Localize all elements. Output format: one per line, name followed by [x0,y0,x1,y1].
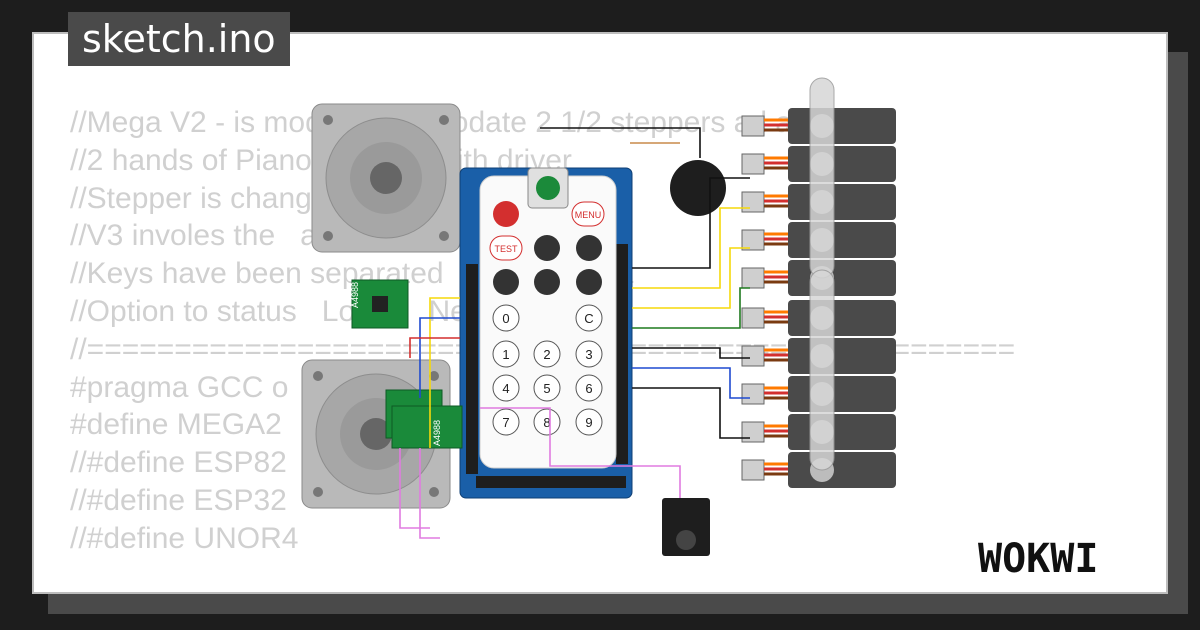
remote-key-label: 5 [543,381,550,396]
stepper-driver-3: A4988 [391,405,463,449]
remote-key-label: 2 [543,347,550,362]
ir-receiver [662,498,710,556]
file-tab[interactable]: sketch.ino [68,12,290,66]
code-line: //#define ESP32 [70,483,287,517]
remote-key [575,340,603,368]
remote-key-label: 0 [502,311,509,326]
plus-button [534,235,560,261]
remote-key-label: 9 [585,415,592,430]
remote-key [492,304,520,332]
remote-key-label: 6 [585,381,592,396]
wires [399,127,750,539]
power-button [493,201,519,227]
remote-key [575,408,603,436]
prev-button [493,269,519,295]
stepper-motor-top [311,103,461,253]
test-button [489,235,523,261]
remote-key [533,374,561,402]
play-button [534,269,560,295]
remote-key-label: 7 [502,415,509,430]
menu-button [571,201,605,227]
wokwi-logo: WOKWI [978,536,1098,582]
servo-horn [809,269,835,471]
menu-button-label: MENU [575,210,602,220]
remote-key [533,408,561,436]
code-line: //#define ESP82 [70,446,287,480]
circuit-diagram: MENU TEST 0 C 1 2 3 4 5 6 7 8 9 A4988 A4988 [301,77,896,556]
driver-label: A4988 [350,282,360,308]
remote-key-label: 8 [543,415,550,430]
remote-key-label: 1 [502,347,509,362]
ir-remote: MENU TEST 0 C 1 2 3 4 5 6 7 8 9 [479,175,617,469]
remote-key [492,374,520,402]
servo-horn [809,77,835,279]
remote-key [575,374,603,402]
remote-key [575,304,603,332]
remote-key [492,340,520,368]
remote-key [533,340,561,368]
buzzer [670,160,726,216]
remote-key-label: 4 [502,381,509,396]
brand-text: WOKWI [978,536,1098,582]
remote-key-label: 3 [585,347,592,362]
push-button [527,167,569,209]
code-line: //#define UNOR4 [70,521,299,555]
code-line: #pragma GCC o [70,370,289,404]
stepper-driver-1: A4988 [350,279,409,329]
test-button-label: TEST [494,244,518,254]
driver-label-2: A4988 [432,420,442,446]
code-line: #define MEGA2 [70,408,282,442]
back-button [576,235,602,261]
remote-key-label: C [584,311,593,326]
next-button [576,269,602,295]
remote-key [492,408,520,436]
